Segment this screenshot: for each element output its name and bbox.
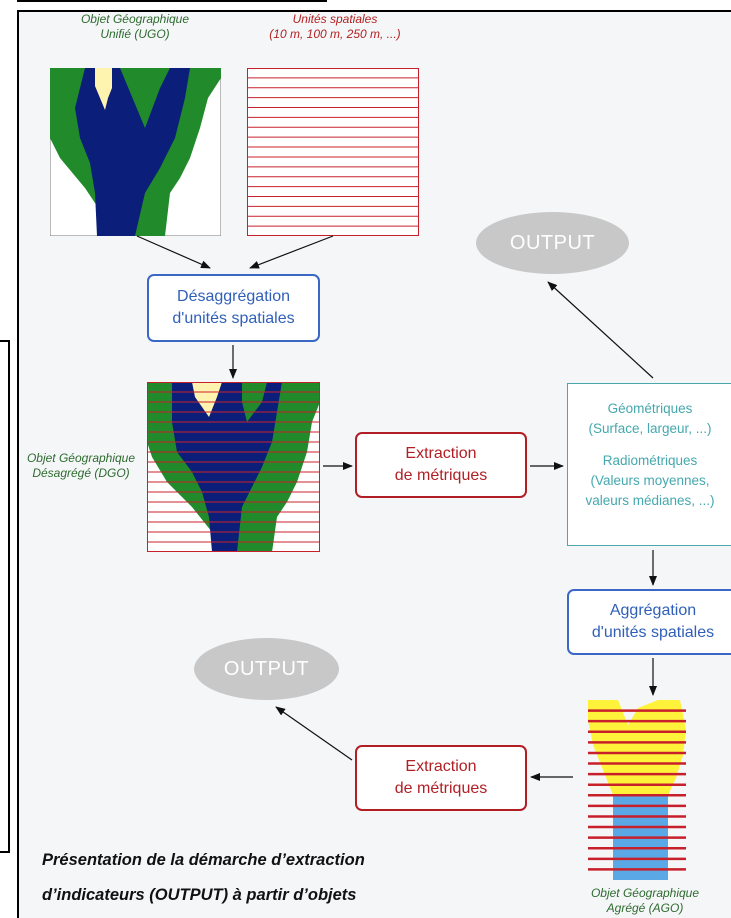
extraction1-line1: Extraction [405, 445, 477, 462]
top-border-rule [17, 0, 327, 2]
dgo-caption-line2: Désagrégé (DGO) [32, 466, 130, 480]
metrics-box: Géométriques (Surface, largeur, ...) Rad… [567, 383, 731, 546]
title-line1: Présentation de la démarche d’extraction [42, 851, 365, 869]
geometric-label: Géométriques [607, 401, 693, 416]
extraction-box-2: Extraction de métriques [355, 745, 527, 811]
output-oval-left: OUTPUT [194, 638, 339, 700]
ugo-caption-line2: Unifié (UGO) [100, 27, 170, 41]
side-bracket-bottom [0, 851, 9, 853]
aggregation-line2: d'unités spatiales [591, 624, 715, 641]
ugo-caption: Objet Géographique Unifié (UGO) [55, 12, 215, 42]
disaggregation-line1: Désaggrégation [177, 288, 290, 305]
spatial-units-grid [247, 68, 419, 236]
title-line2: d’indicateurs (OUTPUT) à partir d’objets [42, 886, 357, 904]
dgo-caption: Objet Géographique Désagrégé (DGO) [16, 451, 146, 481]
output-oval-top: OUTPUT [476, 212, 629, 274]
side-bracket-line [8, 340, 10, 853]
units-caption-line2: (10 m, 100 m, 250 m, ...) [269, 27, 401, 41]
radiometric-label: Radiométriques [602, 453, 698, 468]
aggregation-line1: Aggrégation [609, 602, 697, 619]
radiometric-detail-2: valeurs médianes, ...) [585, 493, 715, 508]
dgo-image [147, 382, 320, 552]
units-caption-line1: Unités spatiales [292, 12, 378, 26]
ago-caption-line1: Objet Géographique [590, 886, 700, 900]
ago-caption: Objet Géographique Agrégé (AGO) [575, 886, 715, 916]
extraction1-line2: de métriques [394, 467, 488, 484]
ugo-caption-line1: Objet Géographique [80, 12, 190, 26]
extraction2-line1: Extraction [405, 758, 477, 775]
arrow-extraction-to-output [275, 706, 353, 761]
aggregation-box: Aggrégation d'unités spatiales [567, 589, 731, 655]
extraction2-line2: de métriques [394, 780, 488, 797]
side-bracket-top [0, 340, 9, 342]
units-caption: Unités spatiales (10 m, 100 m, 250 m, ..… [240, 12, 430, 42]
dgo-caption-line1: Objet Géographique [26, 451, 136, 465]
geometric-detail: (Surface, largeur, ...) [588, 421, 712, 436]
radiometric-detail-1: (Valeurs moyennes, [590, 473, 710, 488]
extraction-box-1: Extraction de métriques [355, 432, 527, 498]
disaggregation-line2: d'unités spatiales [172, 310, 295, 327]
ago-caption-line2: Agrégé (AGO) [606, 901, 684, 915]
ugo-image [50, 68, 221, 236]
ago-image [588, 700, 686, 880]
arrow-units-to-disagg [249, 235, 334, 269]
arrow-ugo-to-disagg [136, 235, 211, 269]
arrow-metrics-to-output [547, 281, 654, 379]
disaggregation-box: Désaggrégation d'unités spatiales [147, 274, 320, 342]
